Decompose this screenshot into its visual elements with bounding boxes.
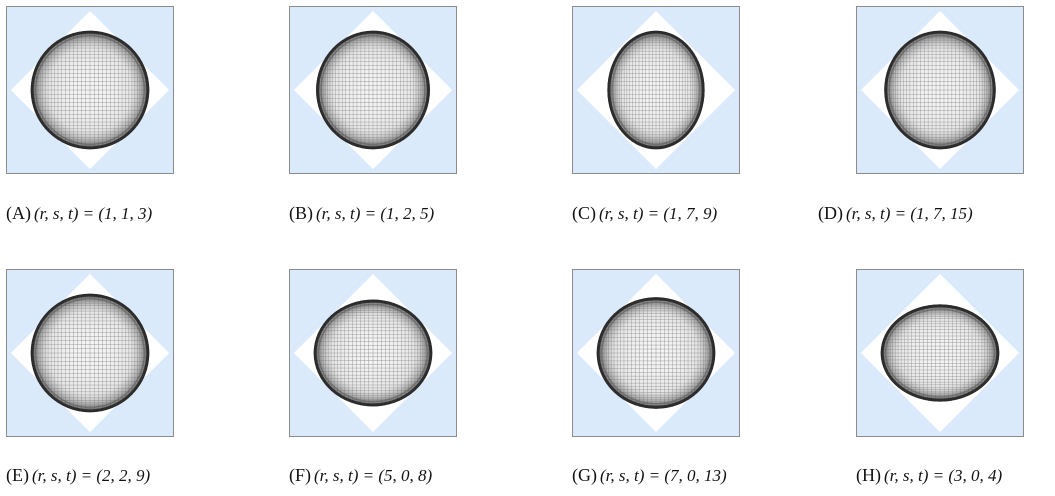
panel-h-plot: [857, 270, 1023, 436]
caption-params: (r, s, t) = (1, 1, 3): [34, 204, 153, 223]
caption-b: (B)(r, s, t) = (1, 2, 5): [289, 200, 519, 226]
sphere-inner-rim: [34, 297, 146, 409]
sphere-shading: [313, 299, 433, 407]
panel-c-plot: [573, 7, 739, 173]
panel-f-image: [289, 269, 457, 437]
sphere-inner-rim: [317, 303, 429, 403]
caption-letter: (G): [572, 465, 597, 485]
sphere-inner-rim: [34, 34, 146, 146]
sphere-shading: [30, 293, 150, 413]
caption-params: (r, s, t) = (1, 2, 5): [316, 204, 435, 223]
caption-letter: (C): [572, 203, 596, 223]
panel-a-plot: [7, 7, 173, 173]
caption-a: (A)(r, s, t) = (1, 1, 3): [6, 200, 236, 226]
panel-g-plot: [573, 270, 739, 436]
caption-params: (r, s, t) = (1, 7, 9): [599, 204, 718, 223]
sphere-rim: [884, 30, 996, 150]
sphere-shading: [880, 304, 1000, 402]
caption-letter: (A): [6, 203, 31, 223]
sphere-inner-rim: [888, 34, 992, 146]
sphere-shading: [607, 30, 705, 150]
sphere-shading: [316, 30, 430, 150]
caption-f: (F)(r, s, t) = (5, 0, 8): [289, 462, 519, 488]
caption-letter: (D): [818, 203, 843, 223]
caption-params: (r, s, t) = (3, 0, 4): [884, 466, 1003, 485]
sphere-rim: [596, 297, 716, 409]
caption-e: (E)(r, s, t) = (2, 2, 9): [6, 462, 236, 488]
caption-d: (D)(r, s, t) = (1, 7, 15): [818, 200, 1048, 226]
caption-letter: (E): [6, 465, 29, 485]
sphere-rim: [316, 30, 430, 150]
caption-g: (G)(r, s, t) = (7, 0, 13): [572, 462, 802, 488]
sphere-inner-rim: [600, 301, 712, 405]
caption-params: (r, s, t) = (1, 7, 15): [846, 204, 973, 223]
sphere-rim: [313, 299, 433, 407]
panel-b-image: [289, 6, 457, 174]
panel-a-image: [6, 6, 174, 174]
panel-g-image: [572, 269, 740, 437]
sphere-rim: [30, 293, 150, 413]
sphere-inner-rim: [611, 34, 701, 146]
sphere-rim: [30, 30, 150, 150]
caption-letter: (H): [856, 465, 881, 485]
sphere-shading: [884, 30, 996, 150]
panel-e-plot: [7, 270, 173, 436]
caption-params: (r, s, t) = (5, 0, 8): [314, 466, 433, 485]
sphere-rim: [880, 304, 1000, 402]
sphere-inner-rim: [320, 34, 426, 146]
panel-c-image: [572, 6, 740, 174]
caption-letter: (F): [289, 465, 311, 485]
panel-h-image: [856, 269, 1024, 437]
panel-e-image: [6, 269, 174, 437]
sphere-inner-rim: [884, 308, 996, 398]
caption-params: (r, s, t) = (2, 2, 9): [31, 466, 151, 485]
panel-d-plot: [857, 7, 1023, 173]
sphere-shading: [596, 297, 716, 409]
caption-h: (H)(r, s, t) = (3, 0, 4): [856, 462, 1055, 488]
caption-c: (C)(r, s, t) = (1, 7, 9): [572, 200, 802, 226]
sphere-shading: [30, 30, 150, 150]
panel-b-plot: [290, 7, 456, 173]
panel-d-image: [856, 6, 1024, 174]
sphere-rim: [607, 30, 705, 150]
caption-params: (r, s, t) = (7, 0, 13): [600, 466, 727, 485]
panel-f-plot: [290, 270, 456, 436]
caption-letter: (B): [289, 203, 313, 223]
